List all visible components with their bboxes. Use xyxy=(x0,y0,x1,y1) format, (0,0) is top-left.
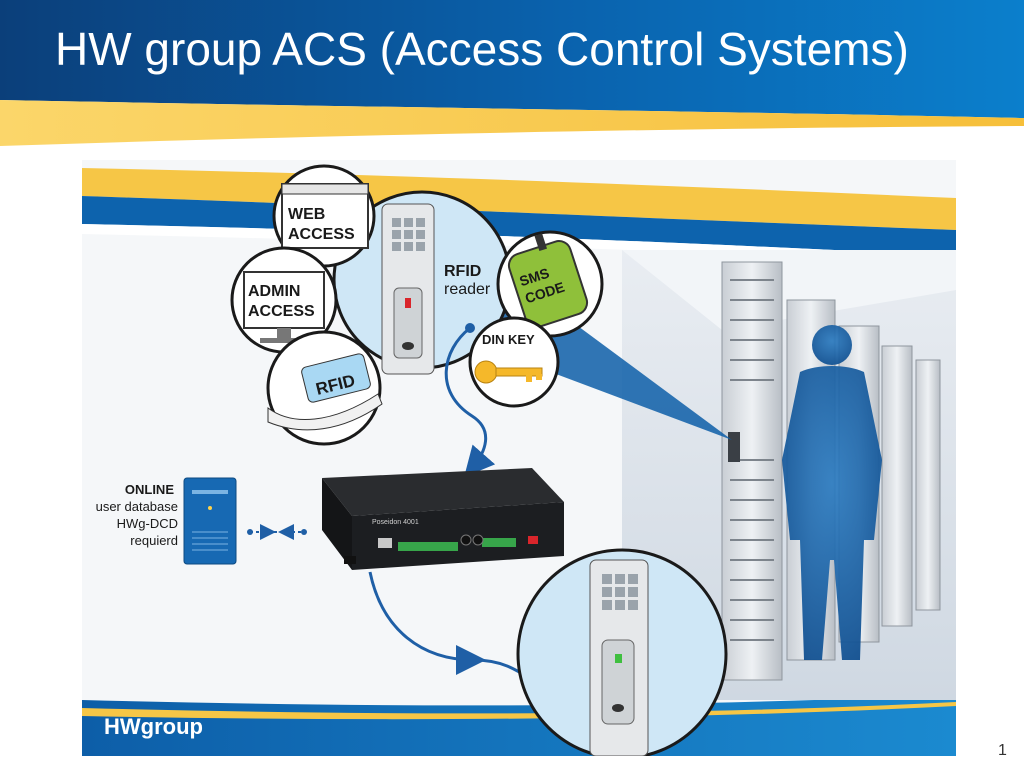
slide-title: HW group ACS (Access Control Systems) xyxy=(55,23,909,75)
device-to-lock-connector xyxy=(368,571,486,675)
admin-access-bubble: ADMIN ACCESS xyxy=(230,246,338,354)
reader-to-device-connector xyxy=(444,326,496,478)
hwgroup-logo: HWgroup xyxy=(104,714,203,739)
rfid-reader-circle: RFID reader xyxy=(332,190,512,375)
admin-access-label-2: ACCESS xyxy=(248,303,315,320)
access-diagram: RFID reader WEB ACCESS ADMIN ACCESS RFID xyxy=(82,160,956,756)
web-access-label-2: ACCESS xyxy=(288,226,355,243)
web-access-label-1: WEB xyxy=(288,206,325,223)
online-db-label-1: ONLINE xyxy=(125,482,174,497)
online-db-label-4: requierd xyxy=(130,533,178,548)
poseidon-device: Poseidon 4001 xyxy=(322,468,564,570)
header-background xyxy=(0,0,1024,150)
door-lock-circle xyxy=(516,548,728,756)
din-key-label: DIN KEY xyxy=(482,332,535,347)
diagram-canvas: RFID reader WEB ACCESS ADMIN ACCESS RFID xyxy=(82,160,956,756)
online-user-database: ONLINE user database HWg-DCD requierd xyxy=(96,477,237,565)
rfid-reader-label-2: reader xyxy=(444,281,491,298)
rfid-reader-label-1: RFID xyxy=(444,263,481,280)
online-db-label-3: HWg-DCD xyxy=(117,516,178,531)
bidirectional-link-icon xyxy=(247,524,307,540)
server-room xyxy=(622,250,956,700)
person-silhouette xyxy=(782,325,882,660)
key-icon xyxy=(474,360,543,384)
slide-header: HW group ACS (Access Control Systems) xyxy=(0,0,1024,150)
page-number: 1 xyxy=(998,742,1007,759)
device-label: Poseidon 4001 xyxy=(372,519,419,526)
logo-text: HWgroup xyxy=(104,714,203,739)
admin-access-label-1: ADMIN xyxy=(248,283,300,300)
din-key-bubble: DIN KEY xyxy=(468,316,560,408)
online-db-label-2: user database xyxy=(96,499,178,514)
rfid-card-bubble: RFID xyxy=(266,330,383,446)
server-tower-icon xyxy=(183,477,237,565)
